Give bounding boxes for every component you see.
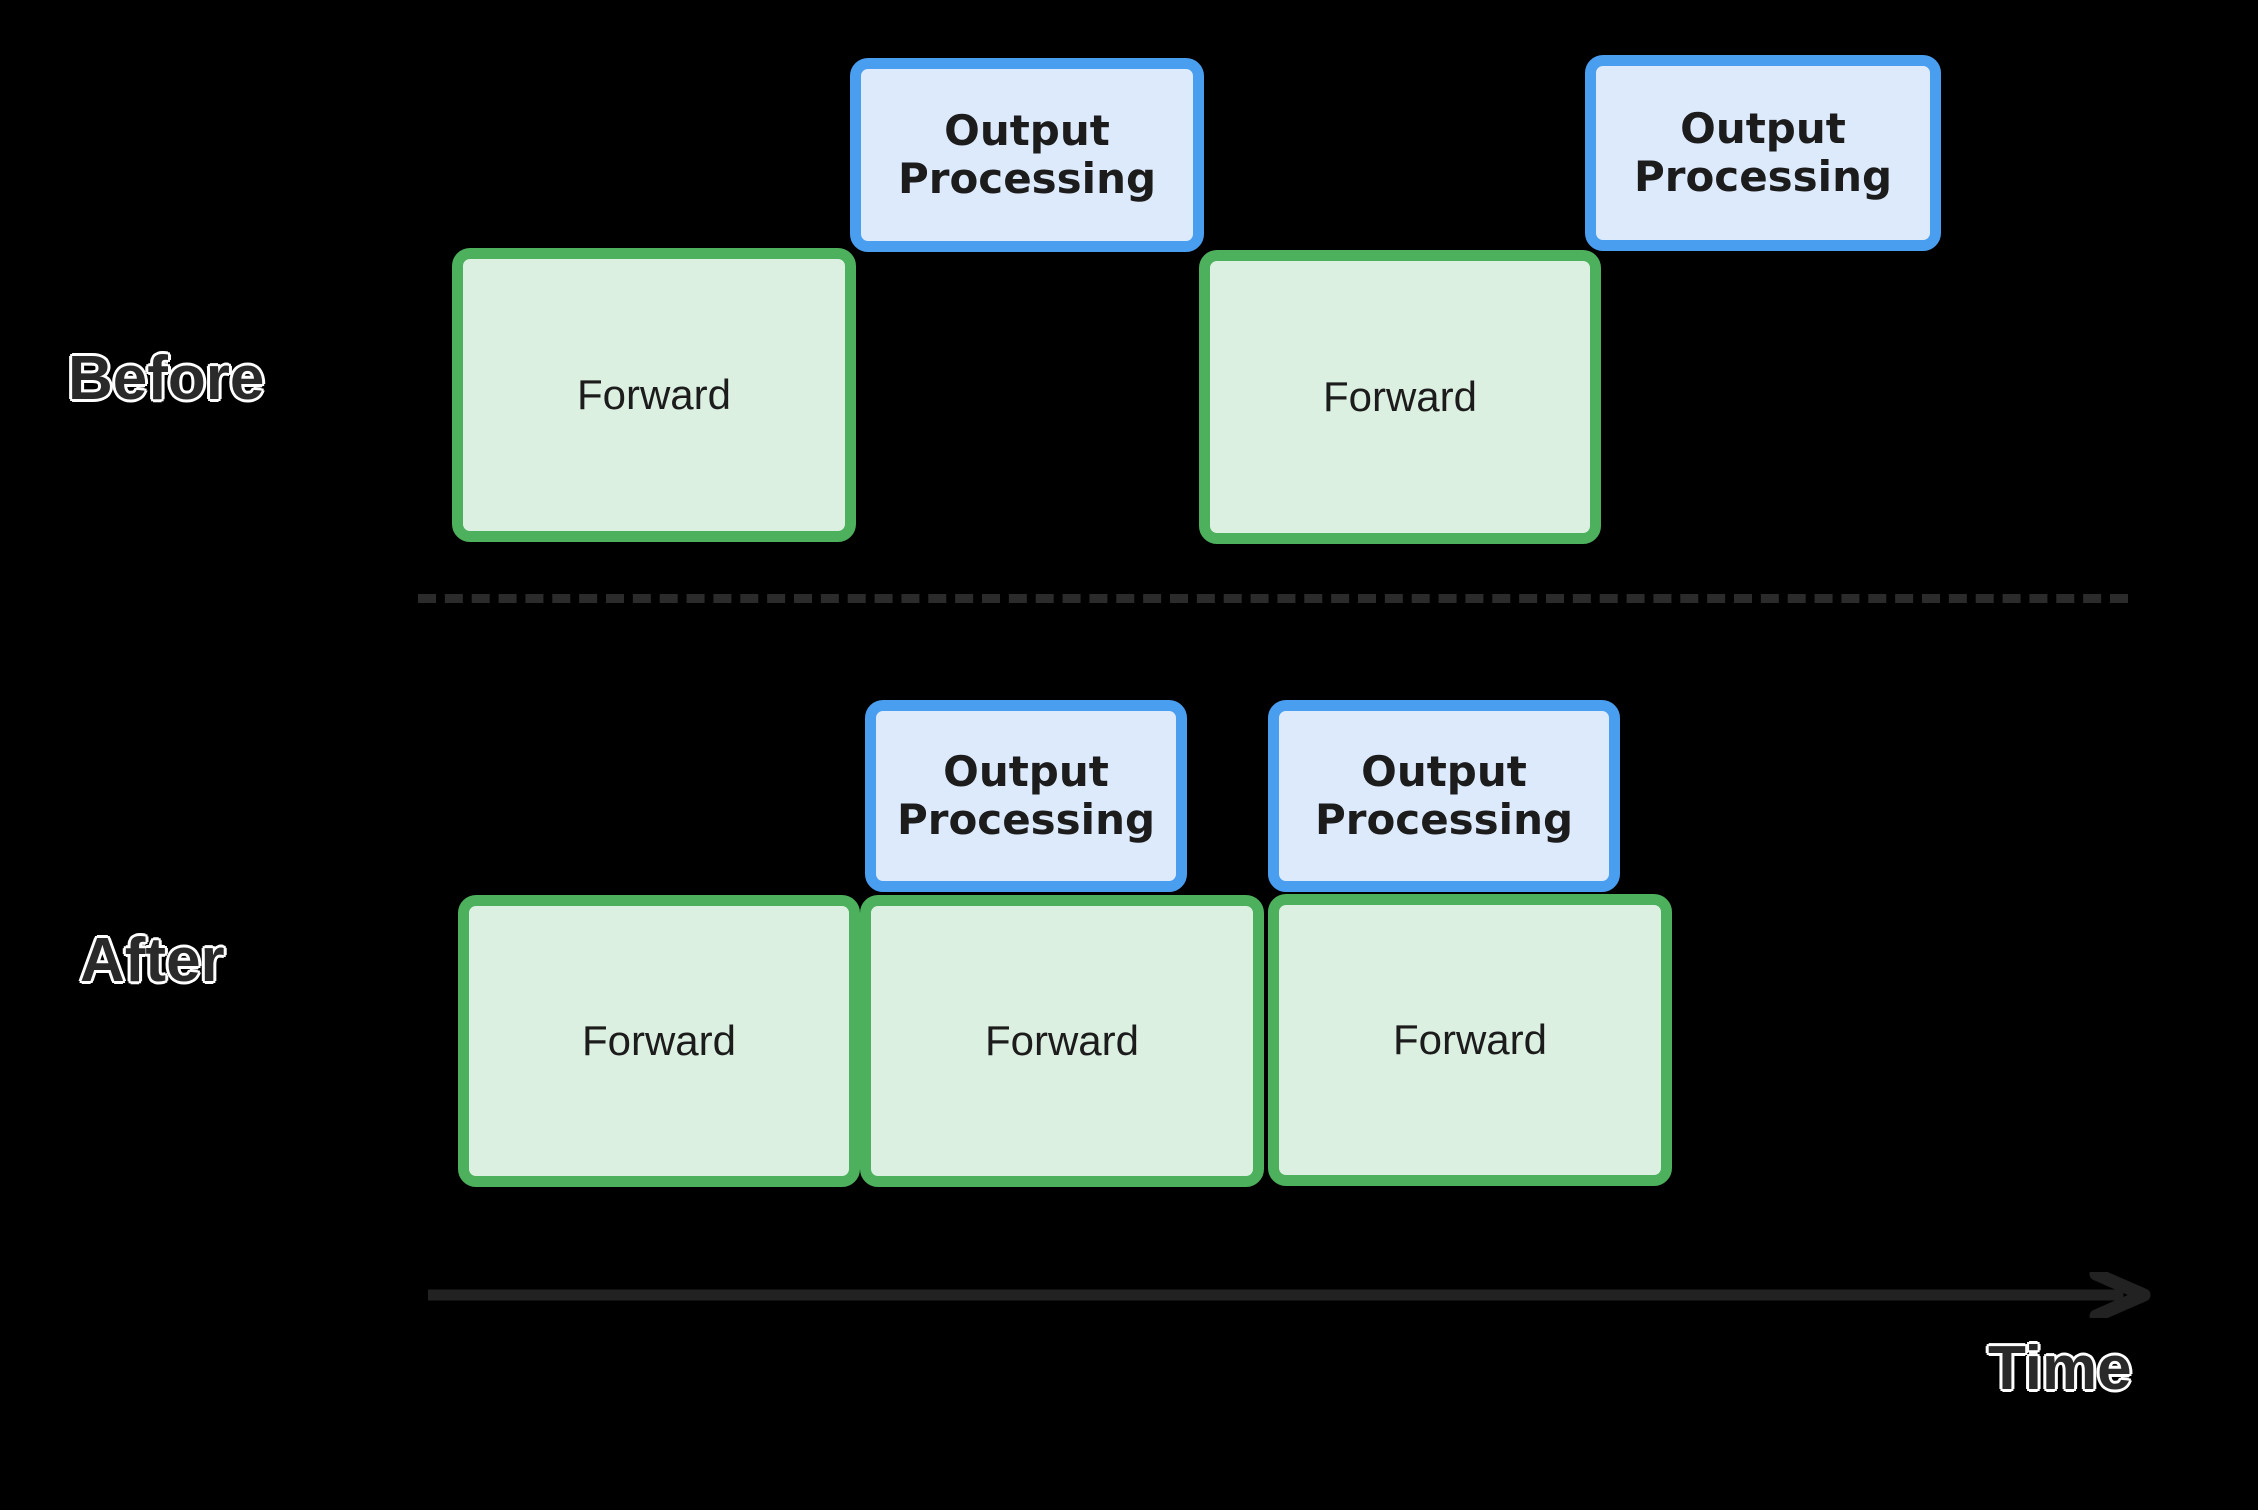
before-forward-2: Forward: [1199, 250, 1601, 544]
after-output-processing-1: Output Processing: [865, 700, 1187, 892]
time-axis-arrow: [428, 1272, 2151, 1318]
before-output-processing-1: Output Processing: [850, 58, 1204, 252]
after-forward-2: Forward: [860, 895, 1264, 1187]
row-label-after: After: [79, 926, 227, 995]
before-output-processing-2: Output Processing: [1585, 55, 1941, 251]
row-label-before: Before: [66, 344, 265, 413]
arrow-right-icon: [2089, 1272, 2151, 1318]
after-forward-3: Forward: [1268, 894, 1672, 1186]
after-output-processing-2: Output Processing: [1268, 700, 1620, 892]
section-divider: [418, 594, 2128, 603]
before-forward-1: Forward: [452, 248, 856, 542]
time-axis-label: Time: [1987, 1334, 2134, 1403]
after-forward-1: Forward: [458, 895, 860, 1187]
